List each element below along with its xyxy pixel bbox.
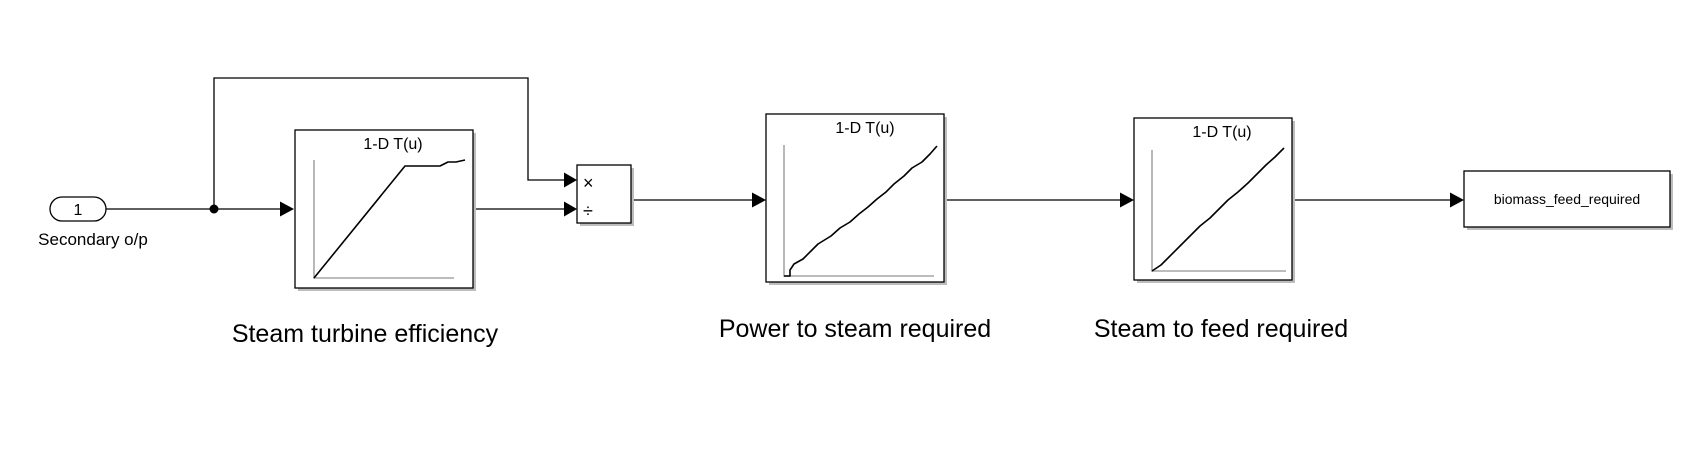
lookup-curve bbox=[1151, 147, 1285, 272]
signal-line-feedforward[interactable] bbox=[213, 77, 564, 209]
block-header: 1-D T(u) bbox=[835, 120, 894, 137]
arrowhead bbox=[280, 201, 294, 217]
lookup-curve bbox=[784, 145, 938, 277]
block-label-efficiency: Steam turbine efficiency bbox=[232, 320, 499, 348]
block-label-steam-to-feed: Steam to feed required bbox=[1094, 315, 1348, 343]
divide-icon: ÷ bbox=[583, 201, 593, 221]
outport-block[interactable]: biomass_feed_required bbox=[1463, 170, 1673, 230]
lookup-table-block-efficiency[interactable]: 1-D T(u) bbox=[294, 129, 476, 291]
block-label-power-to-steam: Power to steam required bbox=[719, 315, 991, 343]
product-block[interactable]: × ÷ bbox=[576, 164, 634, 226]
outport-label: biomass_feed_required bbox=[1494, 191, 1640, 207]
arrowhead bbox=[752, 192, 766, 208]
lookup-table-block-steam-to-feed[interactable]: 1-D T(u) bbox=[1133, 117, 1295, 283]
arrowhead bbox=[1120, 192, 1134, 208]
inport-number: 1 bbox=[74, 202, 83, 219]
multiply-icon: × bbox=[583, 173, 594, 193]
block-header: 1-D T(u) bbox=[363, 136, 422, 153]
inport-label: Secondary o/p bbox=[38, 230, 148, 249]
arrowhead bbox=[564, 172, 577, 188]
block-header: 1-D T(u) bbox=[1192, 124, 1251, 141]
lookup-curve bbox=[313, 159, 466, 279]
lookup-table-block-power-to-steam[interactable]: 1-D T(u) bbox=[765, 113, 947, 285]
arrowhead bbox=[564, 201, 577, 217]
inport-block[interactable]: 1 bbox=[49, 196, 107, 222]
arrowhead bbox=[1450, 192, 1464, 208]
